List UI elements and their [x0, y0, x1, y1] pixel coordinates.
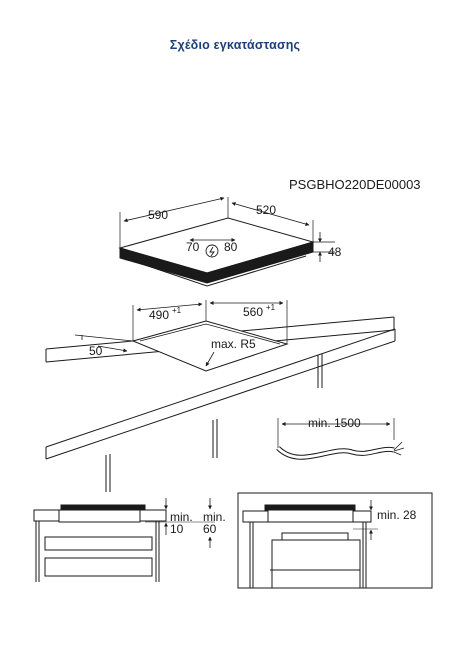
left-min-b-label: min.: [203, 510, 226, 524]
cable-left-label: 70: [186, 240, 200, 254]
left-min-a-label: min.: [170, 510, 193, 524]
cutout-width-label: 560: [243, 305, 263, 319]
left-value-a: 10: [170, 522, 184, 536]
hob-height-label: 48: [328, 245, 342, 259]
cutout-depth-tol: +1: [172, 306, 182, 315]
worktop-drawing: [45, 300, 396, 492]
side-view-left: [33, 498, 215, 582]
cable-drawing: [276, 418, 405, 460]
right-min-label: min. 28: [377, 508, 417, 522]
cable-length-label: min. 1500: [308, 416, 361, 430]
hob-depth-label: 520: [256, 203, 276, 217]
cable-right-label: 80: [224, 240, 238, 254]
cutout-depth-label: 490: [149, 308, 169, 322]
hob-drawing: [118, 196, 335, 287]
cutout-width-tol: +1: [266, 303, 276, 312]
hob-width-label: 590: [148, 208, 168, 222]
diagram-code: PSGBHO220DE00003: [289, 177, 421, 192]
cutout-radius-label: max. R5: [211, 337, 256, 351]
left-value-b: 60: [203, 522, 217, 536]
page-title: Σχέδιο εγκατάστασης: [169, 38, 301, 52]
side-view-right: [237, 492, 433, 589]
cutout-edge-label: 50: [89, 344, 103, 358]
